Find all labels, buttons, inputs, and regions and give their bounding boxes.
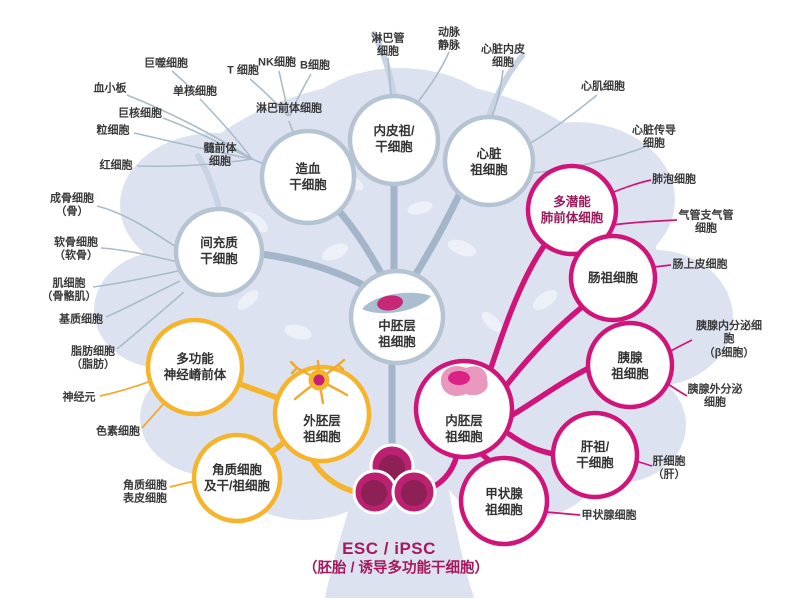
leaf-label-artery-vein: 动脉 静脉 xyxy=(438,26,460,52)
node-circle-hepatic-stem xyxy=(550,410,640,500)
mesoderm-cell-icon xyxy=(362,292,431,314)
leaf-label-lymphatic-vessel-cell: 淋巴管 细胞 xyxy=(371,32,405,58)
node-circle-endothelial-progenitor xyxy=(347,93,441,187)
neuron-icon xyxy=(289,358,349,405)
leaf-label-adipocyte: 脂肪细胞 （脂肪） xyxy=(71,345,115,371)
leaf-label-intestinal-epithelial-cell: 肠上皮细胞 xyxy=(672,258,728,271)
node-label-mesenchymal-stem: 间充质 干细胞 xyxy=(200,235,238,266)
connector-lines-gray xyxy=(92,51,646,350)
node-label-endothelial-progenitor: 内皮祖/ 干细胞 xyxy=(373,123,415,154)
leaf-label-osteoblast: 成骨细胞 （骨） xyxy=(50,192,94,218)
node-circle-keratinocyte-stem xyxy=(191,432,283,524)
node-circle-intestinal-progenitor xyxy=(568,233,658,323)
leaf-label-t-cell: T 细胞 xyxy=(227,64,259,77)
node-circle-pancreatic-progenitor xyxy=(585,320,675,410)
leaf-label-platelet: 血小板 xyxy=(93,82,127,95)
leaf-label-alveolar-cell: 肺泡细胞 xyxy=(652,173,696,186)
diagram-title: ESC / iPSC xyxy=(342,539,436,558)
esc-cell-cluster xyxy=(352,443,437,515)
leaf-label-tracheobronchial-cell: 气管支气管 细胞 xyxy=(678,209,734,235)
leaf-label-b-cell: B细胞 xyxy=(300,59,330,72)
leaf-label-myeloid-precursor: 髓前体 细胞 xyxy=(203,142,237,168)
node-label-intestinal-progenitor: 肠祖细胞 xyxy=(587,270,639,285)
node-label-endoderm-progenitor: 内胚层 祖细胞 xyxy=(445,413,483,444)
leaf-label-stromal-cell: 基质细胞 xyxy=(59,313,103,326)
leaf-label-keratinocyte-epidermal-cell: 角质细胞 表皮细胞 xyxy=(123,479,167,505)
leaf-label-monocyte: 单核细胞 xyxy=(173,85,217,98)
node-circle-thyroid-progenitor xyxy=(458,455,550,547)
node-label-keratinocyte-stem: 角质细胞 及干/祖细胞 xyxy=(204,462,270,493)
leaf-label-cardiomyocyte: 心肌细胞 xyxy=(581,80,625,93)
leaf-label-thyroid-cell: 甲状腺细胞 xyxy=(581,509,637,522)
leaf-label-hepatocyte: 肝细胞 （肝） xyxy=(652,455,686,481)
leaf-label-erythrocyte: 红细胞 xyxy=(99,159,133,172)
esc-cell xyxy=(352,469,398,515)
leaf-label-lymphoid-precursor: 淋巴前体细胞 xyxy=(256,102,322,115)
endoderm-cell-icon xyxy=(440,366,488,397)
node-label-neural-crest-precursor: 多功能 神经嵴前体 xyxy=(163,351,227,382)
node-circle-cardiac-progenitor xyxy=(442,114,536,208)
leaf-label-granulocyte: 粒细胞 xyxy=(96,124,130,137)
leaf-label-pancreatic-endocrine-cell: 胰腺内分泌细胞 （β细胞） xyxy=(696,319,762,359)
node-circle-neural-crest-precursor xyxy=(145,317,245,417)
node-circle-lung-precursor xyxy=(525,163,619,257)
leaf-label-megakaryocyte: 巨核细胞 xyxy=(118,107,162,120)
node-label-hepatic-stem: 肝祖/ 干细胞 xyxy=(576,439,614,470)
node-label-lung-precursor: 多潜能 肺前体细胞 xyxy=(540,194,604,225)
diagram-subtitle: （胚胎 / 诱导多功能干细胞） xyxy=(302,560,490,577)
leaf-label-cardiac-endothelial-cell: 心脏内皮 细胞 xyxy=(481,43,525,69)
node-circle-ectoderm-progenitor xyxy=(272,364,372,464)
node-circle-mesenchymal-stem xyxy=(173,206,265,298)
background-twigs xyxy=(195,31,525,211)
esc-cell xyxy=(391,469,437,515)
node-label-ectoderm-progenitor: 外胚层 祖细胞 xyxy=(303,413,341,444)
mesoderm-branches xyxy=(257,182,463,447)
leaf-label-pigment-cell: 色素细胞 xyxy=(96,425,140,438)
node-label-cardiac-progenitor: 心脏 祖细胞 xyxy=(470,146,508,177)
leaf-label-macrophage: 巨噬细胞 xyxy=(144,57,188,70)
leaf-label-cardiac-conduction-cell: 心脏传导 细胞 xyxy=(632,124,676,150)
leaf-label-chondrocyte: 软骨细胞 （软骨） xyxy=(54,236,98,262)
node-label-mesoderm-progenitor: 中胚层 祖细胞 xyxy=(378,318,416,349)
leaf-label-nk-cell: NK细胞 xyxy=(258,56,296,69)
leaf-label-pancreatic-exocrine-cell: 胰腺外分泌 细胞 xyxy=(687,383,743,409)
leaf-label-neuron: 神经元 xyxy=(62,391,96,404)
node-circle-hematopoietic-stem xyxy=(259,128,357,226)
leaf-label-myocyte: 肌细胞 （骨骼肌） xyxy=(41,277,97,303)
node-label-pancreatic-progenitor: 胰腺 祖细胞 xyxy=(611,350,649,381)
node-label-thyroid-progenitor: 甲状腺 祖细胞 xyxy=(485,486,523,517)
node-circles xyxy=(145,93,675,547)
node-circle-endoderm-progenitor xyxy=(413,358,515,460)
node-label-hematopoietic-stem: 造血 干细胞 xyxy=(289,161,327,192)
